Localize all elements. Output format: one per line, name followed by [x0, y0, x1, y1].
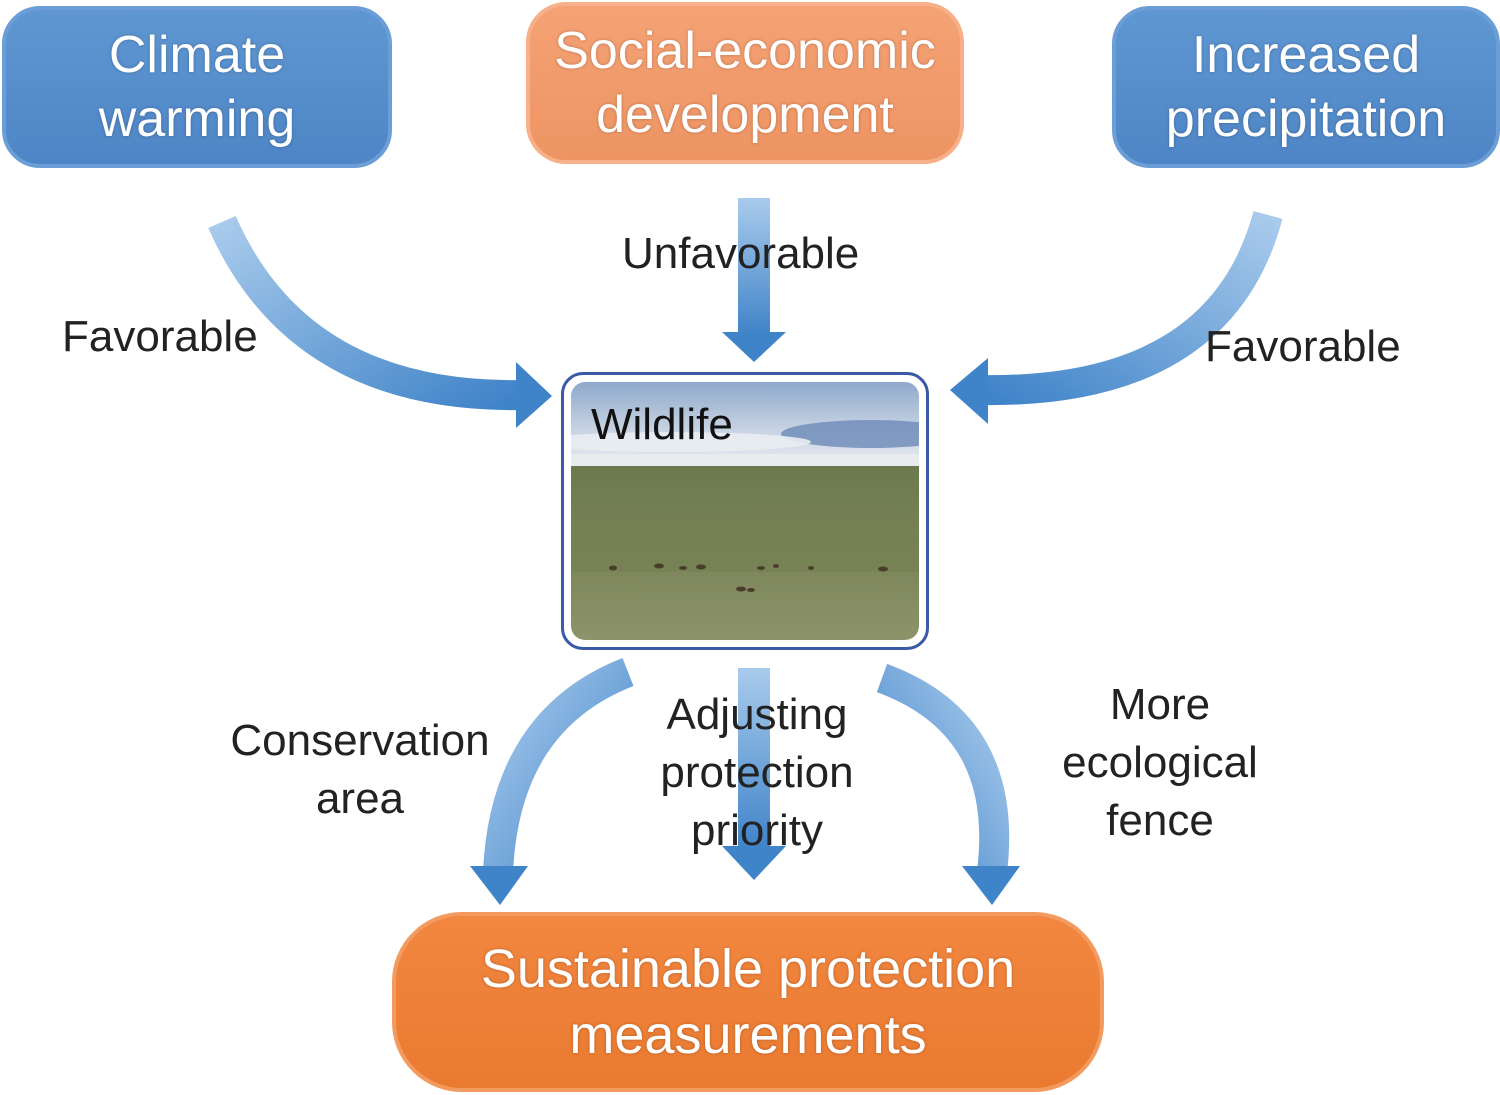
- wildlife-title: Wildlife: [591, 400, 733, 449]
- wildlife-photo: Wildlife: [571, 382, 919, 640]
- social-economic-line1: Social-economic: [554, 22, 936, 80]
- conservation-area-label: Conservation area: [210, 712, 510, 828]
- ecological-fence-line1: More: [1109, 680, 1211, 729]
- arrow-wildlife-to-priority: [722, 668, 786, 880]
- social-economic-box: Social-economic development: [526, 2, 964, 164]
- climate-warming-box: Climate warming: [2, 6, 392, 168]
- arrow-climate-to-wildlife: [208, 215, 552, 428]
- sustainable-protection-box: Sustainable protection measurements: [392, 912, 1104, 1092]
- arrow-precip-to-wildlife: [950, 211, 1283, 424]
- sustainable-protection-line2: measurements: [569, 1005, 927, 1065]
- ecological-fence-line3: fence: [1106, 796, 1214, 845]
- arrow-wildlife-to-fence: [876, 663, 1020, 905]
- ecological-fence-line2: ecological: [1062, 738, 1258, 787]
- unfavorable-label: Unfavorable: [622, 225, 859, 283]
- adjusting-priority-line1: Adjusting: [666, 690, 848, 739]
- increased-precipitation-box: Increased precipitation: [1112, 6, 1500, 168]
- adjusting-priority-line3: priority: [690, 806, 824, 855]
- climate-warming-line1: Climate: [108, 26, 286, 84]
- climate-warming-line2: warming: [98, 90, 296, 148]
- increased-precipitation-line2: precipitation: [1165, 90, 1447, 148]
- favorable-right-text: Favorable: [1205, 322, 1401, 371]
- increased-precipitation-line1: Increased: [1191, 26, 1421, 84]
- wildlife-box: Wildlife: [561, 372, 929, 650]
- favorable-left-text: Favorable: [62, 312, 258, 361]
- adjusting-priority-label: Adjusting protection priority: [632, 686, 882, 860]
- social-economic-line2: development: [596, 86, 894, 144]
- favorable-left-label: Favorable: [62, 308, 258, 366]
- arrow-wildlife-to-conservation: [470, 658, 634, 905]
- adjusting-priority-line2: protection: [660, 748, 854, 797]
- unfavorable-text: Unfavorable: [622, 229, 860, 278]
- sustainable-protection-line1: Sustainable protection: [480, 939, 1016, 999]
- arrow-social-to-wildlife: [722, 198, 786, 362]
- favorable-right-label: Favorable: [1205, 318, 1401, 376]
- grassland-image: [571, 382, 919, 640]
- animals: [609, 563, 888, 592]
- ecological-fence-label: More ecological fence: [1030, 676, 1290, 850]
- conservation-area-line1: Conservation: [230, 716, 490, 765]
- conservation-area-line2: area: [315, 774, 405, 823]
